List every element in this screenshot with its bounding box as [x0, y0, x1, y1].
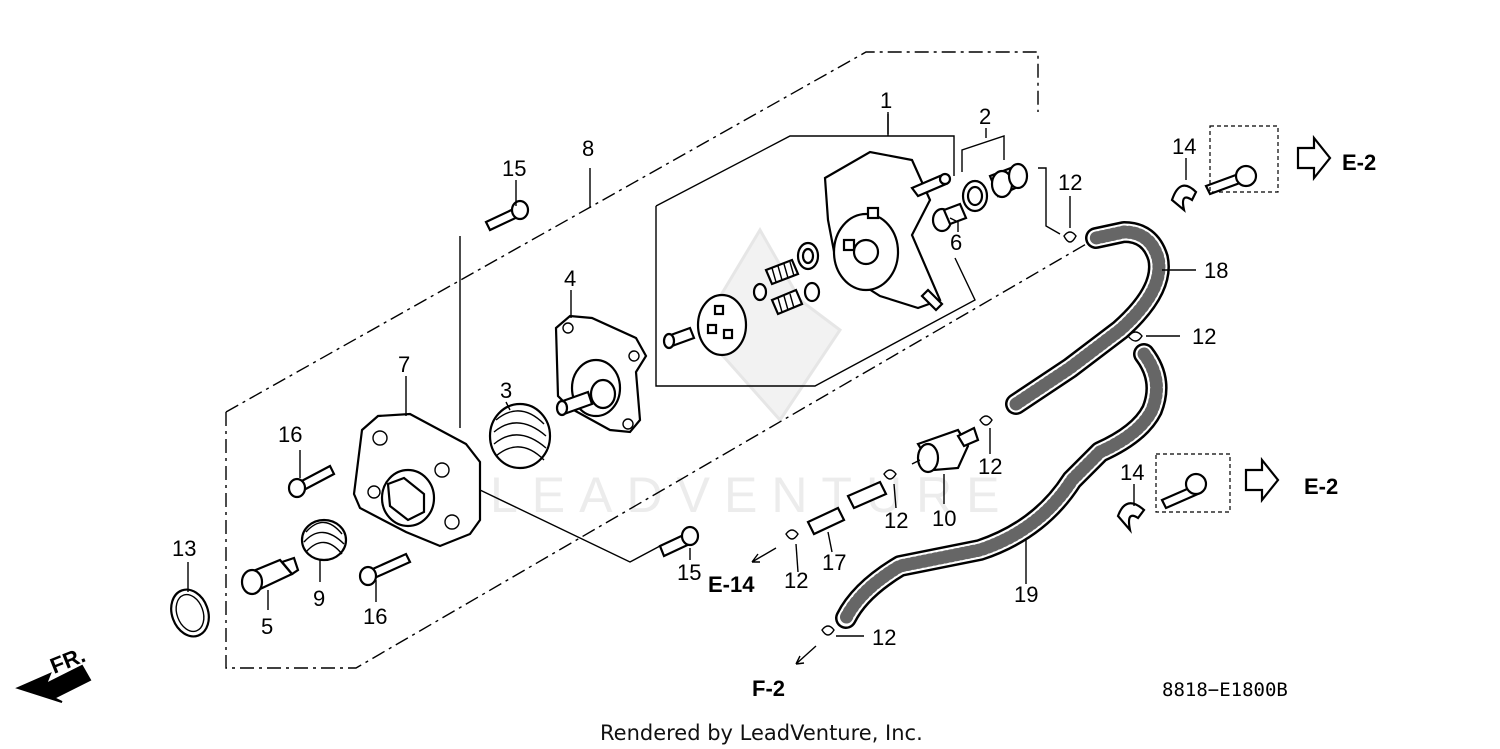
callout-10: 10: [932, 506, 956, 531]
housing-plate-7: [352, 412, 482, 548]
callout-16-bottom: 16: [363, 604, 387, 629]
callout-17: 17: [822, 550, 846, 575]
callout-1: 1: [880, 88, 892, 113]
fitting-2: [961, 135, 1029, 213]
callout-numbers: 1 2 3 4 5 6 7 8 9 10 12 12 12 12 12 12 1…: [172, 88, 1228, 650]
watermark-text: LEADVENTURE: [490, 467, 1014, 523]
footer-credit: Rendered by LeadVenture, Inc.: [600, 721, 923, 745]
reference-arrows: [15, 134, 1332, 703]
callout-5: 5: [261, 614, 273, 639]
leader-lines: [187, 112, 1196, 637]
callout-12-c: 12: [978, 454, 1002, 479]
ref-e2-bottom[interactable]: E-2: [1304, 474, 1338, 499]
callout-3: 3: [500, 378, 512, 403]
ref-f2[interactable]: F-2: [752, 676, 785, 701]
callout-12-b: 12: [1192, 324, 1216, 349]
front-arrow-icon: [15, 664, 92, 703]
clamps-14: [1116, 184, 1198, 534]
valve-springs: [752, 241, 821, 316]
bolt-14-bottom: [1160, 472, 1208, 510]
bolt-16-top: [287, 464, 336, 499]
callout-8: 8: [582, 136, 594, 161]
leadventure-watermark: LEADVENTURE: [490, 227, 1014, 523]
callout-12-e: 12: [784, 568, 808, 593]
arrow-right-icon: [1296, 134, 1332, 182]
tube-17: [806, 480, 888, 536]
valve-10: [911, 426, 980, 474]
bolts: [287, 164, 1258, 587]
ref-e14[interactable]: E-14: [708, 572, 755, 597]
callout-12-d: 12: [884, 508, 908, 533]
diaphragm-cover-4: [554, 314, 648, 434]
diagram-code: 8818−E1800B: [1162, 679, 1288, 701]
ref-e2-top[interactable]: E-2: [1342, 150, 1376, 175]
callout-18: 18: [1204, 258, 1228, 283]
spring-9: [300, 518, 348, 562]
bolt-15-top: [484, 199, 530, 232]
callout-13: 13: [172, 536, 196, 561]
callout-2: 2: [979, 104, 991, 129]
hose-clips: [785, 231, 1143, 636]
callout-14-bottom: 14: [1120, 460, 1144, 485]
shaft-5: [240, 556, 300, 596]
pump-body: [823, 150, 952, 312]
o-ring-13: [170, 588, 210, 638]
arrow-down-left-icon: [795, 645, 817, 665]
callout-15-bottom: 15: [677, 560, 701, 585]
bolt-15-bottom: [658, 525, 700, 558]
callout-19: 19: [1014, 582, 1038, 607]
diaphragm-plate: [662, 293, 748, 357]
arrow-right-icon: [1244, 456, 1280, 504]
bolt-14-top: [1204, 164, 1258, 196]
callout-4: 4: [564, 266, 576, 291]
callout-6: 6: [950, 230, 962, 255]
callout-7: 7: [398, 352, 410, 377]
bolt-16-bottom: [358, 552, 412, 587]
assembly-outline: [225, 51, 1101, 669]
bolt-boxes: [1155, 125, 1279, 513]
callout-14-top: 14: [1172, 134, 1196, 159]
hose-18: [1005, 221, 1170, 415]
hose-19: [835, 343, 1168, 629]
callout-15-top: 15: [502, 156, 526, 181]
callout-12-a: 12: [1058, 170, 1082, 195]
callout-9: 9: [313, 586, 325, 611]
check-valve-6: [931, 202, 968, 233]
callout-16-top: 16: [278, 422, 302, 447]
reference-labels[interactable]: E-2 E-2 E-14 F-2: [708, 150, 1376, 701]
callout-12-f: 12: [872, 625, 896, 650]
spring-3: [488, 402, 552, 470]
arrow-down-left-icon: [751, 547, 777, 563]
